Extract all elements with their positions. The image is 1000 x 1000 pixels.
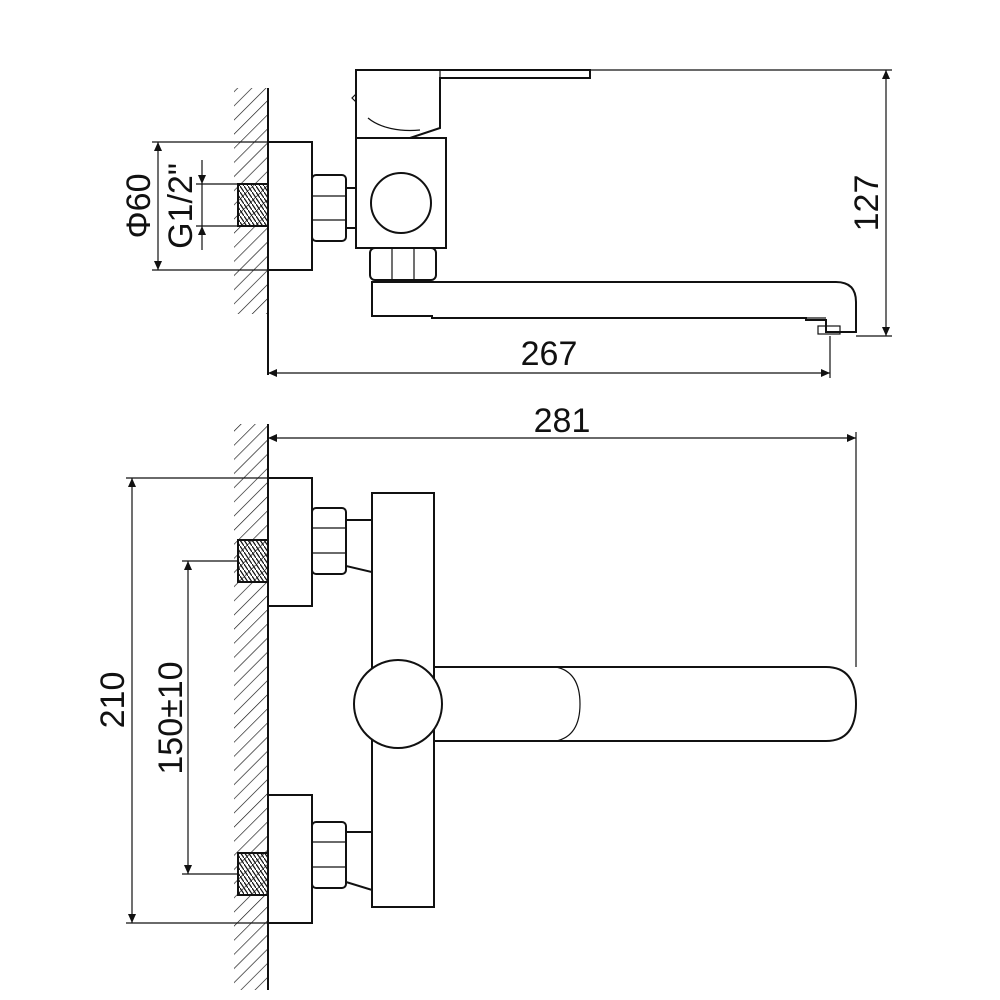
dim-281: 281 xyxy=(268,402,857,667)
hex-nut-lower xyxy=(311,821,347,889)
dim-label-phi60: Φ60 xyxy=(120,174,158,239)
aerator-side xyxy=(817,325,841,335)
dim-210: 210 xyxy=(94,477,268,924)
dim-label-127: 127 xyxy=(848,175,886,232)
wall-section-top xyxy=(234,424,268,990)
wall-flange-upper xyxy=(267,477,313,607)
dim-label-210: 210 xyxy=(94,672,132,729)
cartridge-circle-side xyxy=(370,172,432,234)
dim-phi60: Φ60 xyxy=(120,141,268,271)
wall-flange-lower xyxy=(267,794,313,924)
hex-nut-upper xyxy=(311,507,347,575)
dim-127: 127 xyxy=(590,69,892,337)
wall-flange-side xyxy=(267,141,313,271)
dim-150: 150±10 xyxy=(152,560,238,875)
side-view xyxy=(234,69,857,375)
dim-label-g12: G1/2" xyxy=(162,163,200,249)
spout-top xyxy=(433,666,858,742)
lever-handle-side xyxy=(355,69,591,139)
dim-g12: G1/2" xyxy=(162,160,238,250)
threaded-inlet-upper xyxy=(237,539,269,583)
spout-side xyxy=(371,281,857,333)
handle-circle-top xyxy=(353,659,443,749)
hex-nut-side xyxy=(311,174,347,242)
threaded-inlet-lower xyxy=(237,852,269,896)
dim-label-281: 281 xyxy=(534,402,591,440)
dim-label-150: 150±10 xyxy=(152,661,190,774)
top-view xyxy=(234,424,858,990)
dim-label-267: 267 xyxy=(521,335,578,373)
spout-nut-side xyxy=(369,247,437,281)
threaded-inlet-side xyxy=(237,183,269,227)
dim-267: 267 xyxy=(268,335,831,378)
